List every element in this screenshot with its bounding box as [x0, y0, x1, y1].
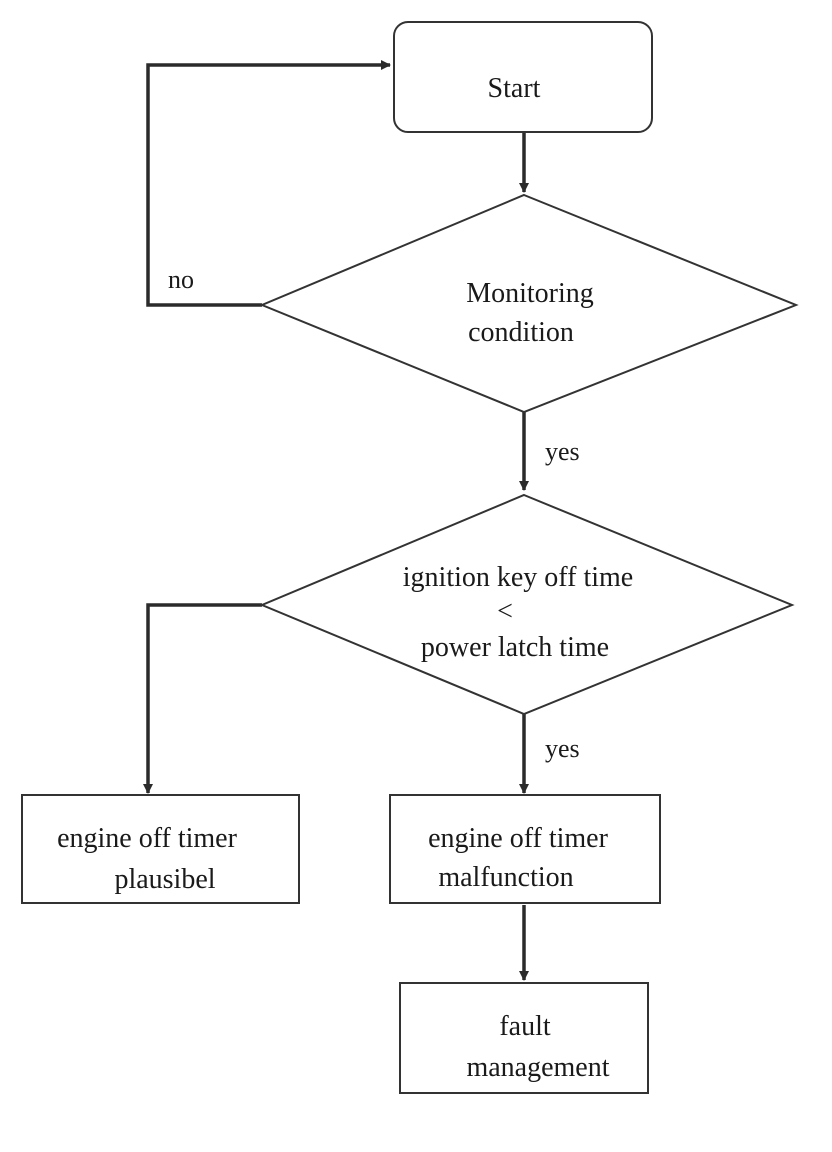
edge-label-yes-ignition: yes — [545, 734, 580, 763]
malfunction-label-line-1: engine off timer — [428, 823, 609, 854]
malfunction-box — [389, 794, 661, 904]
fault-label-line-2: management — [466, 1052, 609, 1083]
fault-node: fault management — [399, 982, 649, 1094]
plausible-node: engine off timer plausibel — [21, 794, 300, 904]
start-node: Start — [393, 21, 653, 133]
monitoring-decision: Monitoring condition — [259, 193, 799, 414]
monitoring-label-line-2: condition — [468, 317, 574, 348]
ignition-label-line-2: < — [497, 596, 513, 627]
plausible-label-line-2: plausibel — [114, 864, 215, 895]
fault-box — [399, 982, 649, 1094]
ignition-diamond — [259, 493, 795, 716]
connector-ignition-to-plausible — [143, 603, 262, 794]
ignition-label-line-1: ignition key off time — [403, 562, 633, 593]
connector-no-loop-to-start — [146, 60, 391, 307]
plausible-box — [21, 794, 300, 904]
ignition-decision: ignition key off time < power latch time — [259, 493, 795, 716]
malfunction-node: engine off timer malfunction — [389, 794, 661, 904]
start-box — [393, 21, 653, 133]
edge-label-no: no — [168, 265, 194, 294]
monitoring-label-line-1: Monitoring — [466, 278, 594, 309]
monitoring-diamond — [259, 193, 799, 414]
malfunction-label-line-2: malfunction — [438, 862, 573, 893]
fault-label-line-1: fault — [499, 1011, 551, 1042]
plausible-label-line-1: engine off timer — [57, 823, 238, 854]
edge-label-yes-monitoring: yes — [545, 437, 580, 466]
start-label: Start — [488, 73, 541, 104]
ignition-label-line-3: power latch time — [421, 632, 609, 663]
